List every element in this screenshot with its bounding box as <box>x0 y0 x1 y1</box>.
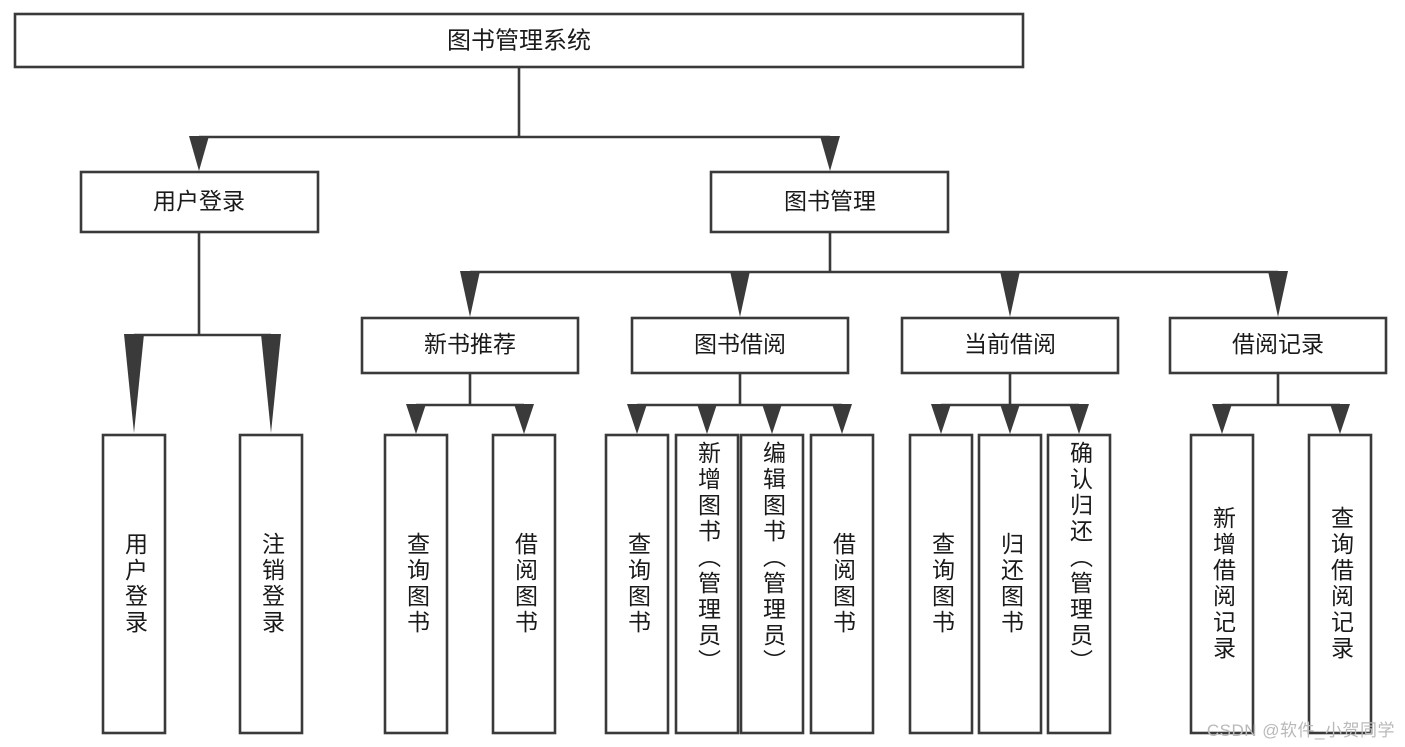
watermark-text: CSDN @软件_小贺同学 <box>1206 721 1395 740</box>
arrow-to-leaf-add-book <box>697 404 717 434</box>
node-leaf-edit-book-box[interactable] <box>739 433 805 735</box>
node-leaf-query-book-3-box[interactable] <box>908 433 974 735</box>
node-user-login-label: 用户登录 <box>153 188 245 214</box>
node-book-borrow-label: 图书借阅 <box>694 331 786 357</box>
node-book-manage-label: 图书管理 <box>784 188 876 214</box>
arrow-to-book-manage <box>820 136 840 171</box>
node-borrow-record-label: 借阅记录 <box>1232 331 1324 357</box>
nodes-layer: 图书管理系统 用户登录 图书管理 新书推荐 图书借阅 当前借阅 借阅记录 <box>13 12 1388 735</box>
node-leaf-query-book-2-box[interactable] <box>604 433 670 735</box>
node-new-book-recommend-box[interactable] <box>360 316 580 375</box>
arrow-to-current-borrow <box>1000 271 1020 317</box>
node-current-borrow-label: 当前借阅 <box>964 331 1056 357</box>
node-leaf-borrow-book-1-box[interactable] <box>491 433 557 735</box>
arrow-to-leaf-add-record <box>1212 404 1232 434</box>
arrow-to-leaf-edit-book <box>762 404 782 434</box>
arrow-to-leaf-return-book <box>1000 404 1020 434</box>
node-leaf-query-record-box[interactable] <box>1307 433 1373 735</box>
arrow-to-leaf-borrow-book-2 <box>832 404 852 434</box>
edges-layer <box>124 67 1350 434</box>
node-leaf-query-book-1-box[interactable] <box>383 433 449 735</box>
arrow-to-leaf-query-book-1 <box>406 404 426 434</box>
arrow-to-book-borrow <box>730 271 750 317</box>
arrow-to-new-book-recommend <box>460 271 480 317</box>
node-book-borrow-box[interactable] <box>630 316 850 375</box>
node-leaf-add-record-box[interactable] <box>1189 433 1255 735</box>
arrow-to-leaf-query-record <box>1330 404 1350 434</box>
node-leaf-return-book-box[interactable] <box>977 433 1043 735</box>
arrow-to-leaf-confirm-return <box>1069 404 1089 434</box>
arrow-to-leaf-query-book-2 <box>627 404 647 434</box>
arrow-to-user-login <box>189 136 209 171</box>
node-leaf-confirm-return-box[interactable] <box>1046 433 1112 735</box>
node-leaf-add-book-box[interactable] <box>674 433 740 735</box>
node-leaf-borrow-book-2-box[interactable] <box>809 433 875 735</box>
node-book-manage-box[interactable] <box>709 170 950 234</box>
node-leaf-logout-login-box[interactable] <box>238 433 304 735</box>
node-borrow-record-box[interactable] <box>1168 316 1388 375</box>
node-leaf-user-login-box[interactable] <box>101 433 167 735</box>
node-new-book-recommend-label: 新书推荐 <box>424 331 516 357</box>
arrow-to-leaf-query-book-3 <box>931 404 951 434</box>
arrow-to-leaf-borrow-book-1 <box>514 404 534 434</box>
node-current-borrow-box[interactable] <box>900 316 1120 375</box>
node-root-label: 图书管理系统 <box>447 27 591 54</box>
node-root-box[interactable] <box>13 12 1025 69</box>
node-user-login-box[interactable] <box>79 170 320 234</box>
arrow-to-borrow-record <box>1268 271 1288 317</box>
